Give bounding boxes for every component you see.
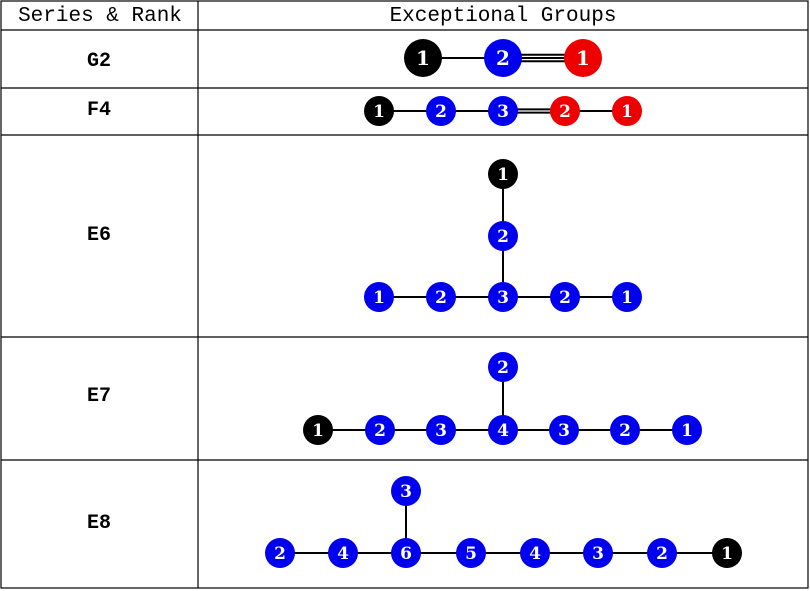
node-blue xyxy=(488,221,518,251)
node-label: 1 xyxy=(373,102,385,122)
node-blue xyxy=(550,282,580,312)
node-black xyxy=(712,538,742,568)
node-blue xyxy=(426,415,456,445)
node-label: 2 xyxy=(656,544,668,564)
series-label-g2: G2 xyxy=(87,50,111,73)
series-label-e6: E6 xyxy=(87,224,111,247)
diagram-e6: 1 2 1 2 3 2 1 xyxy=(364,159,642,312)
diagram-f4: 1 2 3 2 1 xyxy=(364,96,642,126)
node-label: 4 xyxy=(529,544,541,564)
node-blue xyxy=(484,39,522,77)
series-label-e8: E8 xyxy=(87,512,111,535)
node-blue xyxy=(488,282,518,312)
header-exceptional-groups: Exceptional Groups xyxy=(390,5,617,28)
node-black xyxy=(303,415,333,445)
diagram-g2: 1 2 1 xyxy=(404,39,602,77)
node-label: 2 xyxy=(274,544,286,564)
node-label: 1 xyxy=(721,544,733,564)
node-label: 3 xyxy=(435,421,447,441)
dynkin-diagrams: 1 2 1 1 2 3 2 1 1 2 1 2 3 2 1 2 1 2 3 4 3 2 1 3 2 4 6 5 4 3 2 1 xyxy=(265,39,742,568)
node-blue xyxy=(456,538,486,568)
node-blue xyxy=(488,96,518,126)
node-blue xyxy=(391,538,421,568)
node-red xyxy=(550,96,580,126)
node-red xyxy=(564,39,602,77)
node-black xyxy=(404,39,442,77)
node-blue xyxy=(328,538,358,568)
node-blue xyxy=(488,415,518,445)
series-label-e7: E7 xyxy=(87,385,111,408)
header-series-rank: Series & Rank xyxy=(18,5,182,28)
node-blue xyxy=(265,538,295,568)
node-blue xyxy=(391,476,421,506)
node-label: 4 xyxy=(497,421,509,441)
node-label: 2 xyxy=(435,102,447,122)
node-blue xyxy=(365,415,395,445)
node-blue xyxy=(520,538,550,568)
node-label: 1 xyxy=(681,421,693,441)
node-blue xyxy=(364,282,394,312)
node-black xyxy=(488,159,518,189)
node-label: 2 xyxy=(497,227,509,247)
series-label-f4: F4 xyxy=(87,99,111,122)
node-label: 1 xyxy=(312,421,324,441)
node-blue xyxy=(610,415,640,445)
node-label: 1 xyxy=(497,165,509,185)
node-label: 3 xyxy=(497,102,509,122)
node-blue xyxy=(549,415,579,445)
node-blue xyxy=(612,282,642,312)
diagram-e8: 3 2 4 6 5 4 3 2 1 xyxy=(265,476,742,568)
node-blue xyxy=(426,282,456,312)
node-blue xyxy=(488,352,518,382)
node-label: 4 xyxy=(337,544,349,564)
node-label: 1 xyxy=(373,288,385,308)
node-blue xyxy=(672,415,702,445)
node-label: 6 xyxy=(400,544,412,564)
node-label: 2 xyxy=(496,46,510,70)
node-label: 2 xyxy=(435,288,447,308)
node-label: 3 xyxy=(497,288,509,308)
node-label: 2 xyxy=(619,421,631,441)
node-label: 2 xyxy=(497,358,509,378)
node-blue xyxy=(583,538,613,568)
node-label: 3 xyxy=(400,482,412,502)
node-label: 1 xyxy=(576,46,590,70)
node-blue xyxy=(647,538,677,568)
node-label: 2 xyxy=(559,102,571,122)
node-label: 5 xyxy=(465,544,477,564)
node-blue xyxy=(426,96,456,126)
diagram-e7: 2 1 2 3 4 3 2 1 xyxy=(303,352,702,445)
node-label: 1 xyxy=(621,288,633,308)
node-label: 1 xyxy=(621,102,633,122)
node-label: 3 xyxy=(558,421,570,441)
node-label: 2 xyxy=(374,421,386,441)
node-label: 3 xyxy=(592,544,604,564)
node-label: 2 xyxy=(559,288,571,308)
node-red xyxy=(612,96,642,126)
node-black xyxy=(364,96,394,126)
node-label: 1 xyxy=(416,46,430,70)
